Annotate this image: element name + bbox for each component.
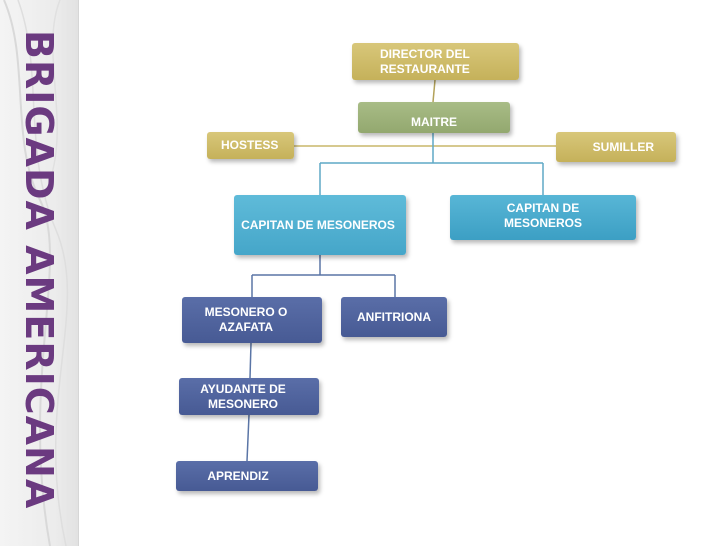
node-capitan-right: CAPITAN DE MESONEROS — [450, 195, 636, 240]
node-maitre: MAITRE — [358, 102, 510, 133]
node-maitre-label: MAITRE — [411, 115, 457, 129]
node-ayudante: AYUDANTE DE MESONERO — [179, 378, 319, 415]
decorative-swirl — [3, 0, 69, 546]
node-director: DIRECTOR DEL RESTAURANTE — [352, 43, 519, 80]
node-capitan-left: CAPITAN DE MESONEROS — [234, 195, 406, 255]
side-title-text: BRIGADA AMERICANA — [17, 30, 61, 510]
node-sumiller-label: SUMILLER — [592, 139, 654, 154]
node-hostess: HOSTESS — [207, 132, 294, 159]
side-banner: BRIGADA AMERICANA — [0, 0, 79, 546]
node-aprendiz: APRENDIZ — [176, 461, 318, 491]
connector-mesonero-ayudante — [249, 342, 252, 379]
node-capitan-left-label: CAPITAN DE MESONEROS — [241, 217, 395, 232]
connector-director-maitre — [432, 79, 436, 103]
node-hostess-label: HOSTESS — [221, 138, 279, 152]
node-sumiller: SUMILLER — [556, 132, 676, 162]
connector-ayudante-aprendiz — [246, 414, 250, 462]
node-director-label: DIRECTOR DEL RESTAURANTE — [380, 46, 470, 76]
node-capitan-right-label: CAPITAN DE MESONEROS — [503, 201, 582, 230]
node-ayudante-label: AYUDANTE DE MESONERO — [200, 381, 286, 411]
node-mesonero: MESONERO O AZAFATA — [182, 297, 322, 343]
node-mesonero-label: MESONERO O AZAFATA — [204, 305, 288, 334]
node-anfitriona-label: ANFITRIONA — [357, 309, 431, 324]
node-anfitriona: ANFITRIONA — [341, 297, 447, 337]
node-aprendiz-label: APRENDIZ — [207, 468, 269, 483]
